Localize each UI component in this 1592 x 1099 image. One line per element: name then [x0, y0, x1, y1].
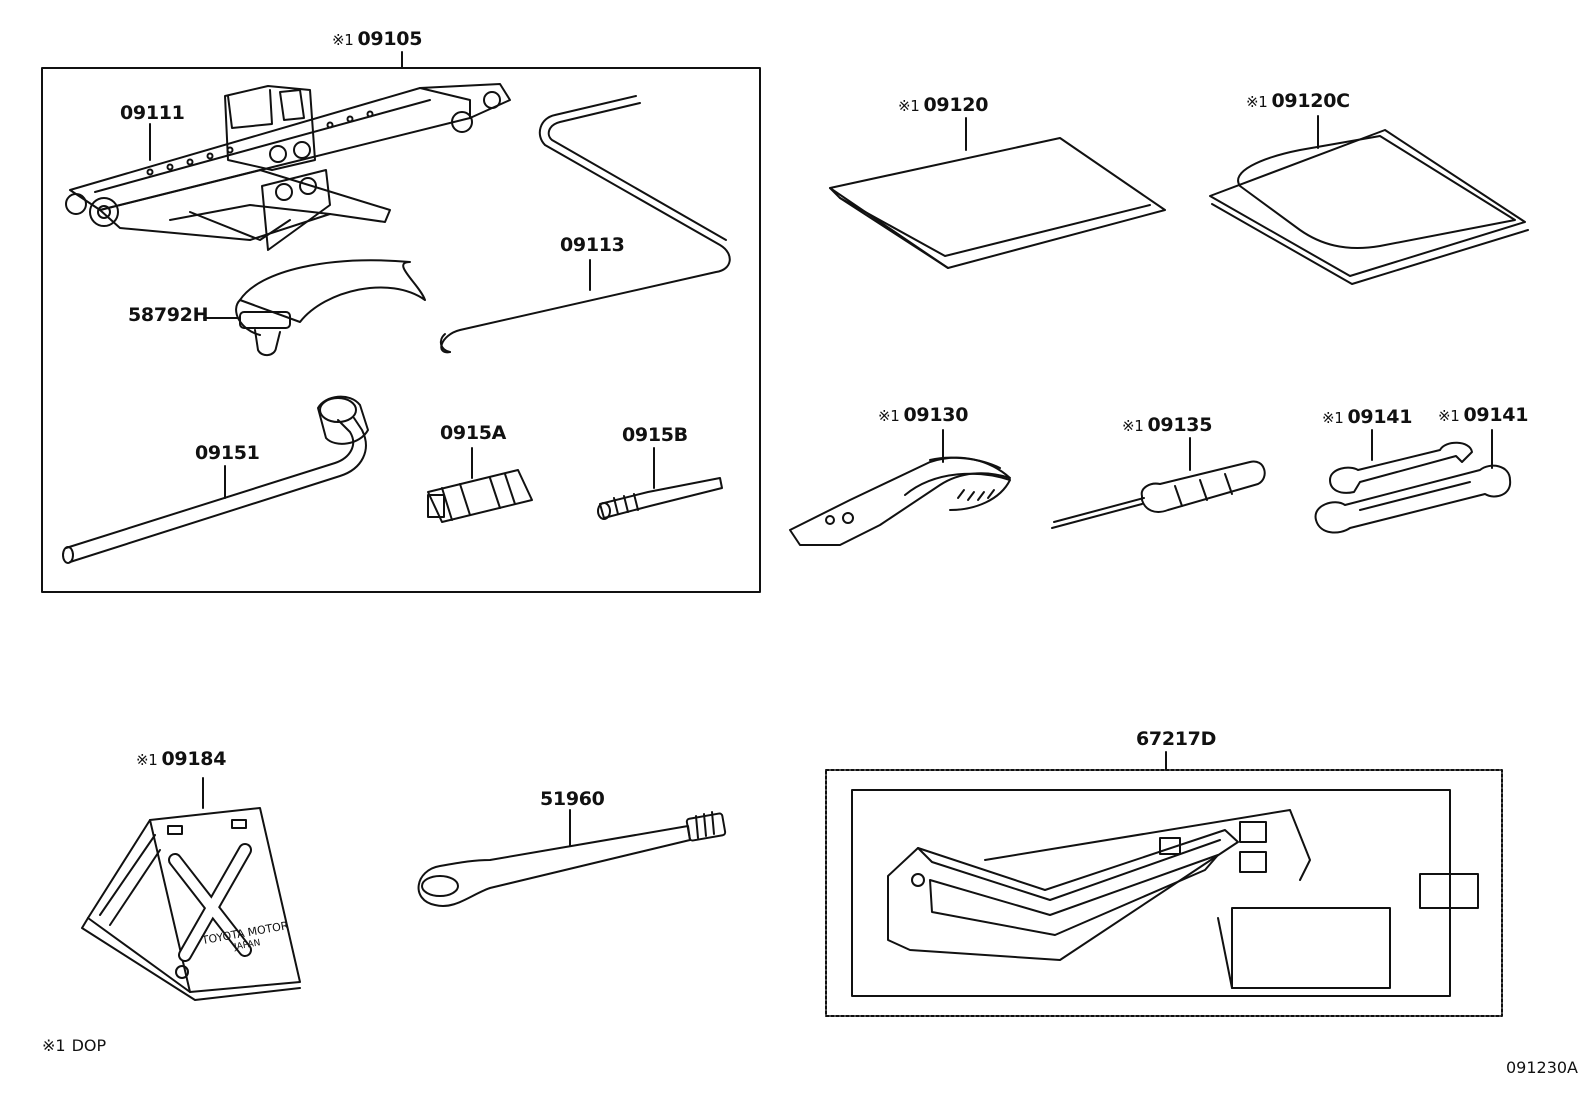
part-number: 09105: [357, 28, 423, 50]
tool-tray-drawing: [825, 751, 1503, 1017]
part-number: 0915A: [440, 422, 507, 444]
dop-mark: ※1: [136, 751, 158, 769]
part-number: 09111: [120, 102, 185, 124]
diagram-id: 091230A: [1505, 1058, 1578, 1077]
part-number: 58792H: [128, 304, 209, 326]
part-label-09111[interactable]: 09111: [120, 104, 185, 123]
wheel-chock-drawing: [81, 777, 301, 1001]
part-number: 09113: [560, 234, 625, 256]
part-label-58792h[interactable]: 58792H: [128, 304, 209, 326]
part-number: 51960: [540, 788, 605, 810]
pliers-drawing: [789, 429, 1011, 546]
dop-mark: ※1: [878, 407, 900, 425]
part-number: 09120C: [1271, 90, 1351, 112]
footnote: ※1 DOP: [42, 1038, 106, 1054]
part-number: 67217D: [1136, 728, 1217, 750]
dop-mark: ※1: [1322, 409, 1344, 427]
part-label-51960[interactable]: 51960: [540, 790, 605, 809]
footnote-text: DOP: [71, 1036, 107, 1055]
jack-adapter-drawing: [203, 259, 426, 356]
part-label-0915a[interactable]: 0915A: [440, 424, 506, 443]
part-number: 09120: [923, 94, 989, 116]
adapter-0915a-drawing: [427, 447, 533, 523]
part-number: 0915B: [622, 424, 688, 446]
tire-bolt-drawing: [417, 809, 727, 907]
wrenches-drawing: [1314, 429, 1512, 534]
part-number: 09135: [1147, 414, 1213, 436]
jack-handle-drawing: [439, 95, 731, 354]
part-number: 09151: [195, 442, 260, 464]
jack-set-group-box: [41, 51, 761, 593]
part-number: 09141: [1347, 406, 1413, 428]
part-number: 09141: [1463, 404, 1529, 426]
part-number: 09184: [161, 748, 227, 770]
dop-mark: ※1: [1438, 407, 1460, 425]
part-label-09151[interactable]: 09151: [195, 444, 260, 463]
tool-bag-09120-drawing: [829, 117, 1166, 269]
dop-mark: ※1: [898, 97, 920, 115]
screwdriver-drawing: [1051, 437, 1266, 529]
wheel-wrench-drawing: [62, 395, 369, 564]
tool-bag-09120c-drawing: [1209, 115, 1529, 285]
dop-mark: ※1: [1246, 93, 1268, 111]
jack-drawing: [65, 83, 511, 251]
dop-mark: ※1: [332, 31, 354, 49]
part-label-09113[interactable]: 09113: [560, 236, 625, 255]
footnote-mark: ※1: [42, 1036, 66, 1055]
part-label-0915b[interactable]: 0915B: [622, 426, 688, 445]
dop-mark: ※1: [1122, 417, 1144, 435]
valve-tool-0915b-drawing: [597, 447, 723, 520]
part-number: 09130: [903, 404, 969, 426]
part-label-67217d[interactable]: 67217D: [1136, 730, 1216, 749]
